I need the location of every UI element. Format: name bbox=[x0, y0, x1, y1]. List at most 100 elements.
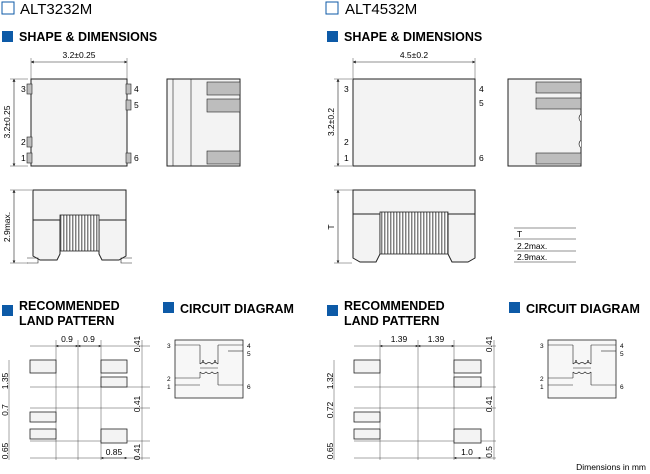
pin-label-2: 2 bbox=[344, 137, 349, 147]
land-pattern-drawing bbox=[8, 340, 150, 460]
land-pad bbox=[100, 376, 128, 388]
pin-label-4: 4 bbox=[479, 84, 484, 94]
land-dim-left-mid: 0.72 bbox=[325, 401, 335, 418]
thickness-table-header: T bbox=[517, 229, 522, 239]
circuit-diagram bbox=[174, 339, 244, 399]
units-note: Dimensions in mm bbox=[576, 462, 646, 472]
circuit-pin-1: 1 bbox=[167, 384, 171, 391]
land-dim-left-top: 1.35 bbox=[0, 372, 10, 389]
terminal bbox=[535, 97, 582, 110]
height-dimension-label: 3.2±0.2 bbox=[326, 108, 336, 137]
terminal bbox=[125, 152, 132, 164]
land-dim-left-bottom: 0.65 bbox=[0, 442, 10, 459]
land-dim-right-bottom: 0.41 bbox=[132, 443, 142, 460]
land-dim-right-mid: 0.41 bbox=[132, 395, 142, 412]
component-side-view bbox=[507, 78, 582, 167]
land-dim-gap-b: 1.39 bbox=[428, 334, 445, 344]
land-dim-left-mid: 0.7 bbox=[0, 404, 10, 416]
land-dim-left-bottom: 0.65 bbox=[325, 442, 335, 459]
part-checkbox-icon bbox=[1, 1, 15, 15]
circuit-pin-4: 4 bbox=[620, 343, 624, 350]
terminal bbox=[26, 83, 33, 95]
pin-label-5: 5 bbox=[479, 98, 484, 108]
pin-label-6: 6 bbox=[134, 153, 139, 163]
land-dim-right-bottom: 0.5 bbox=[484, 446, 494, 458]
terminal bbox=[206, 81, 241, 96]
section-marker-icon bbox=[163, 302, 174, 313]
circuit-pin-5: 5 bbox=[247, 351, 251, 358]
component-top-view bbox=[30, 78, 128, 167]
land-heading-line1: RECOMMENDED bbox=[344, 299, 445, 313]
section-marker-icon bbox=[2, 31, 13, 42]
land-heading-line2: LAND PATTERN bbox=[19, 314, 114, 328]
land-pattern-drawing bbox=[333, 340, 496, 460]
pin-label-4: 4 bbox=[134, 84, 139, 94]
terminal bbox=[26, 152, 33, 164]
component-top-view bbox=[352, 78, 476, 167]
land-dim-gap-a: 1.39 bbox=[391, 334, 408, 344]
circuit-heading: CIRCUIT DIAGRAM bbox=[180, 302, 294, 316]
thickness-dimension-label: 2.9max. bbox=[2, 212, 12, 242]
section-marker-icon bbox=[2, 305, 13, 316]
pin-label-6: 6 bbox=[479, 153, 484, 163]
terminal bbox=[535, 81, 582, 94]
pin-label-1: 1 bbox=[344, 153, 349, 163]
circuit-pin-6: 6 bbox=[247, 384, 251, 391]
terminal bbox=[125, 83, 132, 95]
thickness-table bbox=[514, 227, 576, 263]
land-dim-right-mid: 0.41 bbox=[484, 395, 494, 412]
circuit-diagram bbox=[547, 339, 617, 399]
circuit-pin-3: 3 bbox=[540, 343, 544, 350]
shape-heading: SHAPE & DIMENSIONS bbox=[19, 30, 157, 44]
land-dim-gap-b: 0.9 bbox=[83, 334, 95, 344]
land-pad bbox=[353, 428, 381, 440]
section-marker-icon bbox=[509, 302, 520, 313]
thickness-dimension-label: T bbox=[326, 224, 336, 229]
land-dim-pad-width: 0.85 bbox=[106, 447, 123, 457]
thickness-table-row: 2.9max. bbox=[517, 252, 547, 262]
land-pad bbox=[100, 359, 128, 374]
land-pad bbox=[453, 359, 482, 374]
part-checkbox-icon bbox=[325, 1, 339, 15]
terminal bbox=[125, 99, 132, 111]
circuit-pin-2: 2 bbox=[540, 376, 544, 383]
coil-winding bbox=[59, 214, 100, 252]
coil-winding bbox=[379, 211, 449, 255]
terminal bbox=[206, 150, 241, 165]
land-dim-gap-a: 0.9 bbox=[61, 334, 73, 344]
shape-heading: SHAPE & DIMENSIONS bbox=[344, 30, 482, 44]
component-front-view bbox=[352, 189, 476, 215]
section-marker-icon bbox=[327, 31, 338, 42]
thickness-table-row: 2.2max. bbox=[517, 241, 547, 251]
circuit-pin-3: 3 bbox=[167, 343, 171, 350]
pin-label-3: 3 bbox=[344, 84, 349, 94]
part-title: ALT3232M bbox=[20, 1, 92, 18]
land-pad bbox=[100, 428, 128, 444]
land-heading-line1: RECOMMENDED bbox=[19, 299, 120, 313]
land-pad bbox=[29, 359, 57, 374]
circuit-pin-4: 4 bbox=[247, 343, 251, 350]
terminal bbox=[26, 136, 33, 148]
land-pad bbox=[353, 411, 381, 423]
pin-label-1: 1 bbox=[21, 153, 26, 163]
pin-label-3: 3 bbox=[21, 84, 26, 94]
section-marker-icon bbox=[327, 305, 338, 316]
height-dimension-label: 3.2±0.25 bbox=[2, 105, 12, 138]
left-column: ALT3232M SHAPE & DIMENSIONS 3.2±0.25 3.2… bbox=[0, 1, 294, 460]
land-dim-left-top: 1.32 bbox=[325, 372, 335, 389]
width-dimension-label: 4.5±0.2 bbox=[400, 50, 429, 60]
land-pad bbox=[453, 428, 482, 444]
land-pad bbox=[29, 411, 57, 423]
circuit-pin-1: 1 bbox=[540, 384, 544, 391]
pin-label-2: 2 bbox=[21, 137, 26, 147]
circuit-pin-5: 5 bbox=[620, 351, 624, 358]
land-pad bbox=[353, 359, 381, 374]
land-dim-right-top: 0.41 bbox=[484, 335, 494, 352]
land-dim-pad-width: 1.0 bbox=[461, 447, 473, 457]
land-dim-right-top: 0.41 bbox=[132, 335, 142, 352]
circuit-pin-6: 6 bbox=[620, 384, 624, 391]
width-dimension-label: 3.2±0.25 bbox=[62, 50, 95, 60]
pin-label-5: 5 bbox=[134, 100, 139, 110]
circuit-pin-2: 2 bbox=[167, 376, 171, 383]
